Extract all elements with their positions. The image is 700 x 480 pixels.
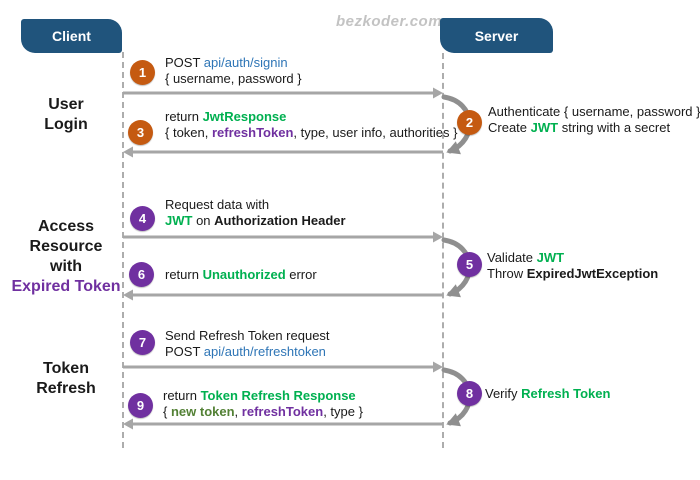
message-text: Request data with (165, 197, 270, 212)
watermark: bezkoder.com (336, 13, 443, 30)
message-text: { (163, 404, 171, 419)
step-badge-7: 7 (130, 330, 155, 355)
step-badge-8: 8 (457, 381, 482, 406)
phase-label-user-login: User Login (44, 96, 88, 133)
step-badge-4: 4 (130, 206, 155, 231)
message-jwt-response: return JwtResponse { token, refreshToken… (165, 109, 457, 141)
message-text: return (165, 109, 203, 124)
message-unauthorized: return Unauthorized error (165, 267, 317, 283)
phase-label-access-resource: Access Resource with Expired Token (11, 218, 121, 295)
message-text: Create (488, 120, 531, 135)
unauthorized-keyword: Unauthorized (202, 267, 286, 282)
message-text: , type, user info, authorities } (293, 125, 458, 140)
message-text: return (163, 388, 201, 403)
step-badge-9: 9 (128, 393, 153, 418)
client-actor-box: Client (21, 19, 122, 53)
jwt-response-keyword: JwtResponse (202, 109, 287, 124)
server-lifeline (442, 53, 444, 448)
api-path-refreshtoken: api/auth/refreshtoken (203, 344, 326, 359)
arrow-request-data (123, 231, 443, 243)
step-badge-1: 1 (130, 60, 155, 85)
message-post-signin: POST api/auth/signin { username, passwor… (165, 55, 302, 87)
arrow-refresh-request (123, 361, 443, 373)
token-refresh-response-keyword: Token Refresh Response (200, 388, 356, 403)
api-path-signin: api/auth/signin (203, 55, 288, 70)
message-request-data: Request data with JWT on Authorization H… (165, 197, 346, 229)
step-badge-2: 2 (457, 110, 482, 135)
message-text: return (165, 267, 203, 282)
jwt-keyword: JWT (536, 250, 565, 265)
new-token-keyword: new token (170, 404, 235, 419)
client-lifeline (122, 52, 124, 448)
message-text: { username, password } (165, 71, 302, 86)
phase-label-token-refresh: Token Refresh (36, 360, 96, 397)
step-badge-5: 5 (457, 252, 482, 277)
message-text: , (234, 404, 242, 419)
message-text: string with a secret (558, 120, 671, 135)
client-actor-label: Client (52, 28, 91, 44)
step-badge-6: 6 (129, 262, 154, 287)
step-badge-3: 3 (128, 120, 153, 145)
message-text: , type } (323, 404, 363, 419)
message-text: { token, (165, 125, 212, 140)
message-text: Authenticate { username, password } (488, 104, 700, 119)
arrow-unauthorized-response (123, 289, 443, 301)
auth-header-keyword: Authorization Header (214, 213, 346, 228)
message-validate-jwt: Validate JWT Throw ExpiredJwtException (487, 250, 658, 282)
refresh-token-keyword: refreshToken (241, 404, 324, 419)
message-text: Verify (485, 386, 522, 401)
message-authenticate: Authenticate { username, password } Crea… (488, 104, 700, 136)
message-text: Throw (487, 266, 527, 281)
message-refresh-response: return Token Refresh Response { new toke… (163, 388, 363, 420)
refresh-token-keyword: refreshToken (211, 125, 294, 140)
arrow-post-signin (123, 87, 443, 99)
message-text: on (192, 213, 215, 228)
arrow-jwt-response (123, 146, 443, 158)
message-verify-refresh: Verify Refresh Token (485, 386, 610, 402)
server-actor-box: Server (440, 18, 553, 53)
message-send-refresh: Send Refresh Token request POST api/auth… (165, 328, 330, 360)
message-text: POST (165, 344, 204, 359)
jwt-keyword: JWT (165, 213, 193, 228)
message-text: Send Refresh Token request (165, 328, 330, 343)
server-actor-label: Server (474, 27, 519, 44)
message-text: error (285, 267, 317, 282)
jwt-keyword: JWT (530, 120, 559, 135)
expired-jwt-exception-keyword: ExpiredJwtException (526, 266, 659, 281)
refresh-token-keyword: Refresh Token (521, 386, 611, 401)
message-text: POST (165, 55, 204, 70)
message-text: Validate (487, 250, 537, 265)
arrow-refresh-response (123, 418, 443, 430)
